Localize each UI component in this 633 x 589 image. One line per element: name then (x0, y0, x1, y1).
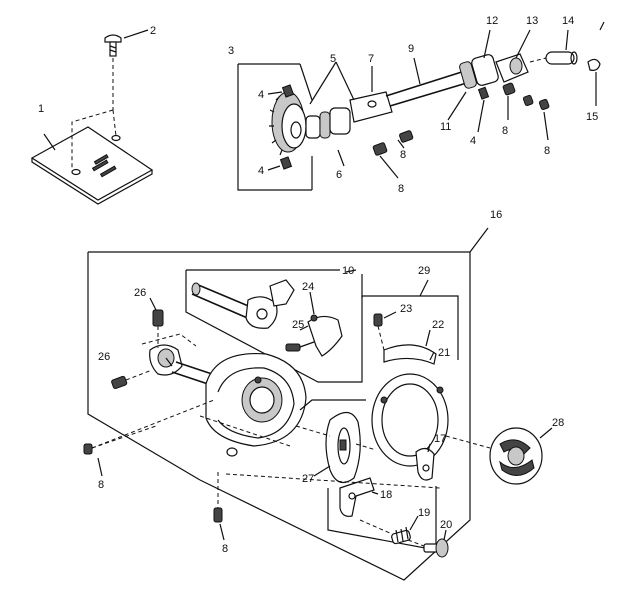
set-screw-4-bottom (267, 156, 293, 171)
callout-24: 24 (302, 281, 314, 293)
callout-2: 2 (150, 25, 156, 37)
callout-26-left: 26 (98, 351, 110, 363)
callout-15: 15 (586, 111, 598, 123)
callout-28: 28 (552, 417, 564, 429)
screw-20 (407, 529, 449, 558)
hook-shaft-base (171, 352, 307, 457)
hook-drive-bracket (111, 297, 197, 390)
set-screw-4-top (267, 84, 295, 98)
callout-22: 22 (432, 319, 444, 331)
callout-19: 19 (418, 507, 430, 519)
callout-8-a: 8 (400, 149, 406, 161)
callout-6: 6 (336, 169, 342, 181)
hook-group-frame (87, 227, 489, 581)
callout-3: 3 (228, 45, 234, 57)
callout-20: 20 (440, 519, 452, 531)
callout-27: 27 (302, 473, 314, 485)
set-screw-8-left (83, 425, 157, 477)
set-screw-8-d (522, 94, 550, 141)
set-screw-8-b (372, 142, 399, 179)
callout-8-left: 8 (98, 479, 104, 491)
callout-12: 12 (486, 15, 498, 27)
callout-1: 1 (38, 103, 44, 115)
callout-23: 23 (400, 303, 412, 315)
callout-14: 14 (562, 15, 574, 27)
set-screw-8-c (502, 82, 516, 120)
callout-10: 10 (342, 265, 354, 277)
hook-race (299, 399, 366, 484)
upper-shaft-group-frame (237, 63, 313, 191)
callout-5: 5 (330, 53, 336, 65)
upper-shaft-assembly (269, 21, 605, 167)
rock-shaft-frame (185, 269, 363, 383)
needle-plate (30, 126, 154, 205)
callout-4-top: 4 (258, 89, 264, 101)
callout-29: 29 (418, 265, 430, 277)
callout-9: 9 (408, 43, 414, 55)
callout-4-right: 4 (470, 135, 476, 147)
set-screw-8-bottom (213, 472, 225, 541)
callout-13: 13 (526, 15, 538, 27)
callout-26-top: 26 (134, 287, 146, 299)
callout-8-bottom: 8 (222, 543, 228, 555)
set-screw-4-right (477, 86, 490, 133)
callout-8-c: 8 (502, 125, 508, 137)
callout-18: 18 (380, 489, 392, 501)
hook-ring (361, 279, 459, 467)
callout-7: 7 (368, 53, 374, 65)
spring-19 (359, 515, 419, 545)
bobbin-latch-18 (327, 477, 437, 551)
rock-shaft (191, 279, 295, 329)
callout-8-b: 8 (398, 183, 404, 195)
assembly-axis (91, 399, 441, 489)
bobbin-latch-17 (415, 443, 435, 481)
callout-21: 21 (438, 347, 450, 359)
set-screw-8-a (397, 130, 414, 149)
callout-4-bottom: 4 (258, 165, 264, 177)
callout-labels: 1 2 3 4 4 4 5 6 7 8 8 8 8 8 8 9 10 11 12… (38, 15, 598, 555)
callout-17: 17 (434, 433, 446, 445)
callout-8-d: 8 (544, 145, 550, 157)
rotary-hook (445, 427, 553, 485)
callout-16: 16 (490, 209, 502, 221)
plate-screw (71, 29, 149, 168)
callout-11: 11 (440, 121, 451, 133)
feed-cam (285, 291, 343, 357)
callout-25: 25 (292, 319, 304, 331)
